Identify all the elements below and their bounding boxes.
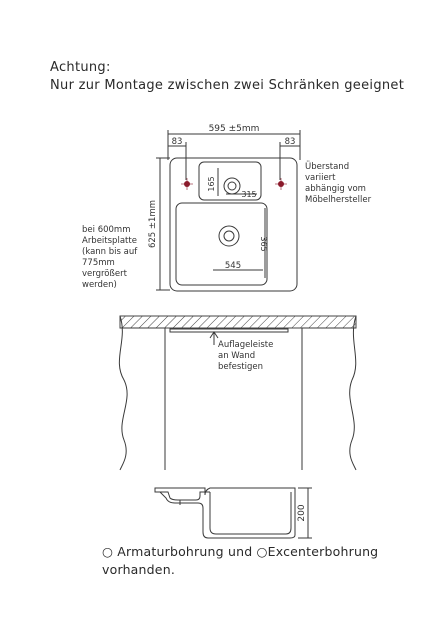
main-drain [218,225,240,247]
sink-profile-outer [154,487,296,539]
main-bowl-depth-label: 365 [259,236,268,251]
right-cabinet-edge [349,315,357,471]
left-cabinet-wall [120,327,166,470]
main-bowl [175,202,268,286]
left-cabinet-edge [118,315,128,471]
countertop-note-line: 775mm [82,258,115,268]
main-bowl-profile [209,492,292,535]
tap-hole-markers [181,178,287,190]
main-bowl-width-label: 545 [225,261,241,271]
support-note-line: befestigen [218,362,263,372]
overhang-note-line: variiert [305,173,336,183]
overhang-note-line: abhängig vom [305,184,366,194]
footer-line: ○ Armaturbohrung und ○Excenterbohrung [102,544,379,559]
support-pointer-arrow [209,331,219,339]
small-bowl [198,161,262,201]
countertop-note-line: Arbeitsplatte [82,236,137,246]
support-note-line: an Wand [218,351,256,361]
depth-label: 625 ±1mm [148,200,158,248]
support-strip [169,328,289,333]
support-note-line: Auflageleiste [218,340,274,350]
right-cabinet-wall [301,327,356,470]
overhang-note: Überstand variiert abhängig vom Möbelher… [305,162,371,206]
width-label: 595 ±5mm [209,124,260,134]
countertop-note: bei 600mm Arbeitsplatte (kann bis auf 77… [82,225,137,291]
countertop-hatch [119,315,357,329]
section-view [154,487,312,539]
right-edge-label: 83 [285,137,296,147]
height-label: 200 [297,504,307,521]
overhang-note-line: Möbelhersteller [305,195,372,205]
small-bowl-depth-label: 165 [207,176,216,191]
main-drain-inner [223,230,235,242]
countertop-note-line: (kann bis auf [82,247,138,257]
installation-view [118,315,357,471]
small-bowl-profile [160,491,210,501]
sink-outline [169,157,298,292]
countertop-note-line: bei 600mm [82,225,131,235]
footer-note: ○ Armaturbohrung und ○Excenterbohrung vo… [102,543,378,579]
top-view [156,130,301,292]
small-drain [223,177,241,195]
warning-text: Nur zur Montage zwischen zwei Schränken … [50,78,405,93]
small-bowl-width-label: 315 [241,190,256,199]
overhang-note-line: Überstand [305,162,350,172]
small-drain-inner [227,181,237,191]
support-note: Auflageleiste an Wand befestigen [218,340,273,373]
countertop-note-line: werden) [82,280,117,290]
countertop-note-line: vergrößert [82,269,127,279]
warning-title: Achtung: [50,60,111,75]
left-edge-label: 83 [172,137,183,147]
footer-line: vorhanden. [102,562,175,577]
